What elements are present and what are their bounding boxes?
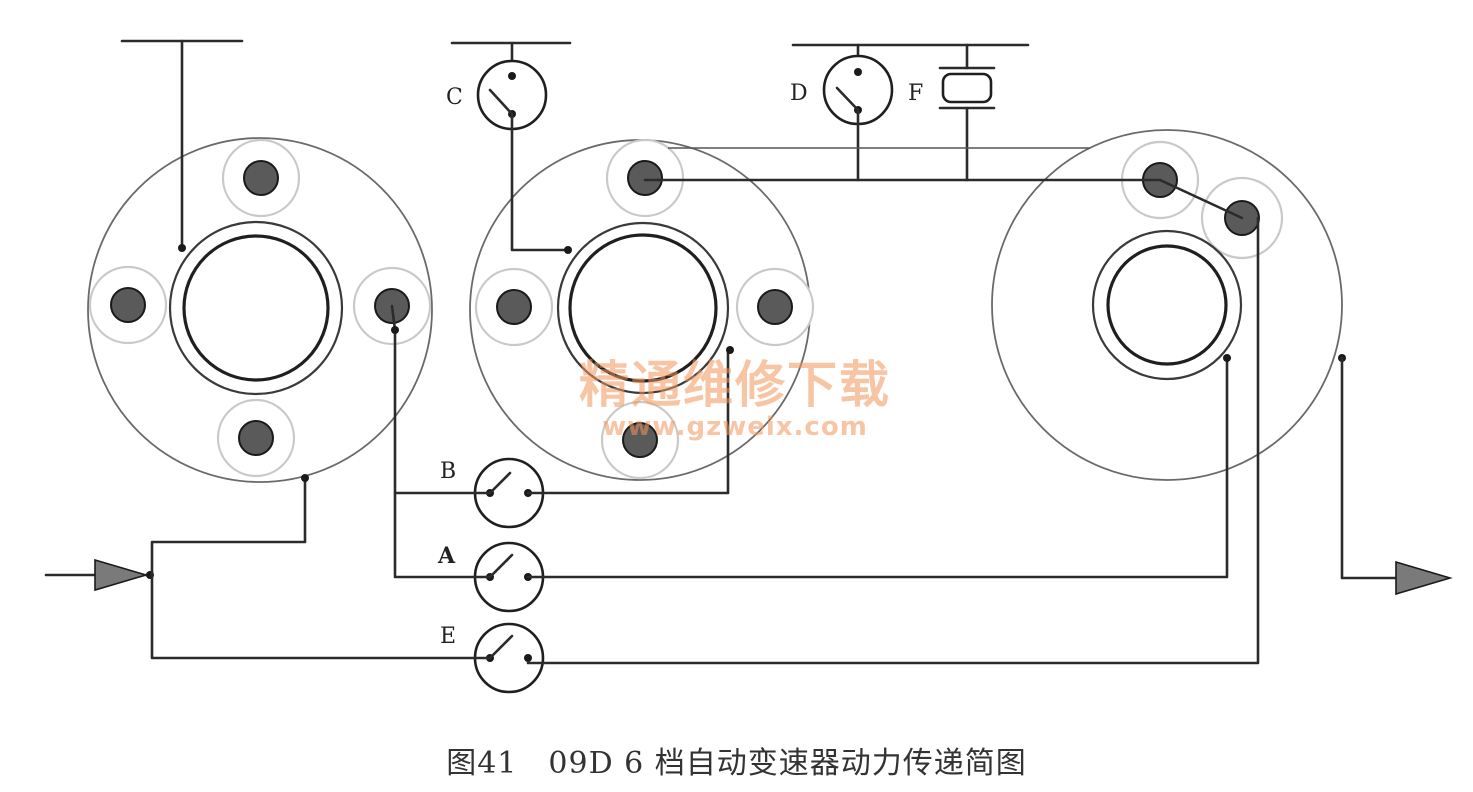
- brake-c: C: [446, 41, 572, 254]
- clutch-a: A: [437, 354, 1231, 613]
- label-e: E: [440, 624, 456, 649]
- carrier-link-2-3: [643, 147, 1244, 220]
- label-f: F: [908, 81, 923, 106]
- planetary-set-3: [991, 129, 1343, 481]
- clutch-e: E: [440, 216, 1260, 694]
- label-a: A: [437, 543, 456, 569]
- watermark-title: 精通维修下载: [579, 356, 891, 414]
- input-arrow: [94, 558, 149, 592]
- watermark-url: www.gzweix.com: [602, 412, 868, 442]
- planetary-set-2: [469, 138, 815, 481]
- label-c: C: [446, 85, 463, 110]
- set1-sun-ground-link: [178, 39, 186, 252]
- figure-caption: 图41 09D 6 档自动变速器动力传递简图: [446, 746, 1027, 781]
- watermark: 精通维修下载 www.gzweix.com: [579, 356, 891, 442]
- brake-d: D: [790, 43, 894, 182]
- label-b: B: [440, 459, 456, 484]
- freewheel-f: F: [908, 43, 996, 182]
- output-shaft: [1338, 354, 1453, 596]
- planetary-set-1: [87, 137, 433, 483]
- label-d: D: [790, 81, 808, 106]
- set1-carrier-to-clutches: [390, 304, 492, 579]
- clutch-b: B: [440, 346, 734, 529]
- input-shaft: [44, 474, 492, 660]
- output-arrow: [1395, 560, 1453, 596]
- ground-bars: [120, 39, 1030, 47]
